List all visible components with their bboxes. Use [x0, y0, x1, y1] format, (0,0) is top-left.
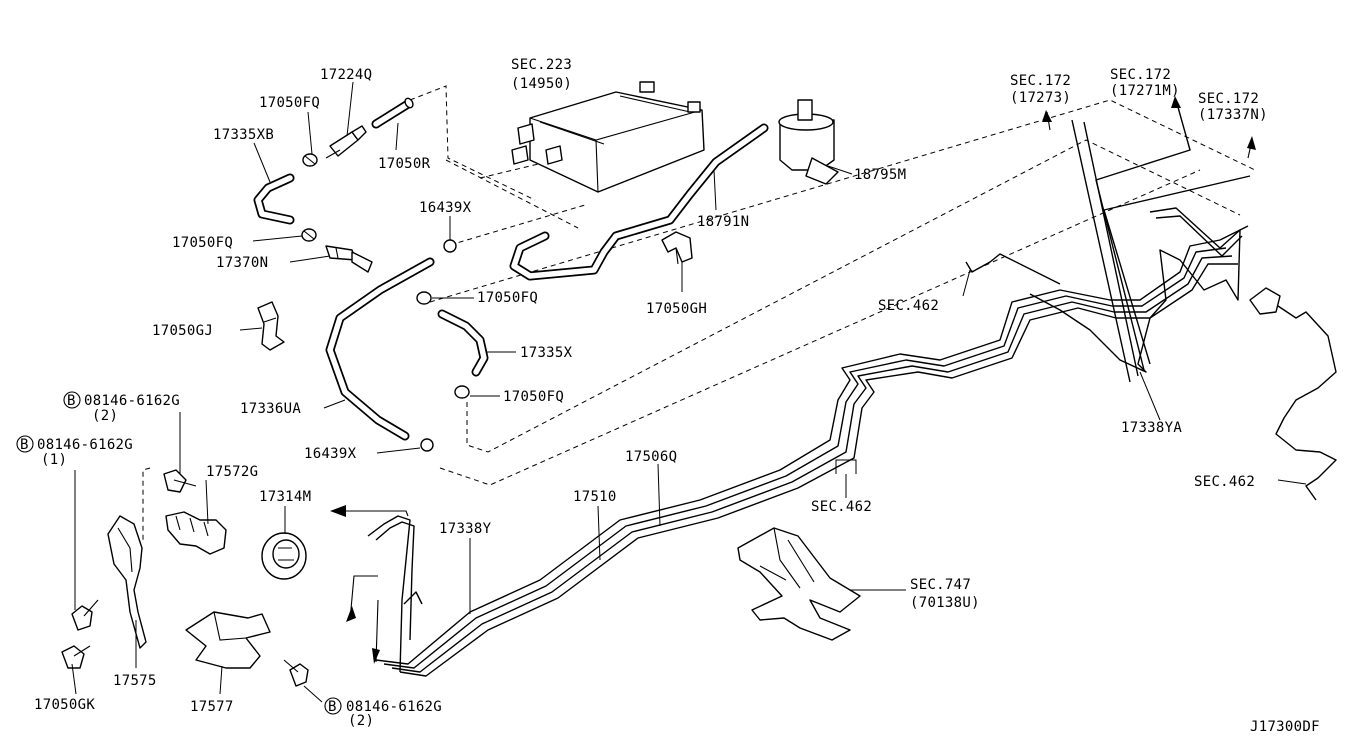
label-17336UA: 17336UA [240, 401, 301, 417]
bolt-symbol-b: B [20, 437, 29, 453]
valve-17224Q [325, 125, 367, 159]
hose-17336UA [325, 257, 435, 441]
label-16439X-b: 16439X [304, 446, 357, 462]
label-bolt-b: 08146-6162G [37, 437, 133, 453]
label-sec172-c-ref: (17337N) [1198, 107, 1268, 123]
label-sec223: SEC.223 [511, 57, 572, 73]
label-17335XB: 17335XB [213, 127, 274, 143]
label-17575: 17575 [113, 673, 157, 689]
bracket-17050GJ [257, 301, 285, 351]
label-17572G: 17572G [206, 464, 258, 480]
label-17050FQ-b: 17050FQ [172, 235, 233, 251]
solenoid-18795M [778, 99, 839, 185]
arrows-left-lines [330, 505, 409, 664]
clip-17050FQ-c [416, 291, 432, 305]
label-17577: 17577 [190, 699, 234, 715]
bolt-symbol-c: B [328, 699, 337, 715]
hose-17335XB [253, 173, 295, 225]
clip-17050GK-shape [61, 645, 91, 669]
label-bolt-c: 08146-6162G [346, 699, 442, 715]
sec462-upper-line [965, 253, 1061, 285]
label-17050FQ-a: 17050FQ [259, 95, 320, 111]
label-sec747: SEC.747 [910, 577, 971, 593]
label-sec172-a-ref: (17273) [1010, 90, 1071, 106]
label-17338Y: 17338Y [439, 521, 492, 537]
return-line-right [1029, 207, 1337, 501]
hose-17050R [371, 97, 414, 129]
protector-17575 [107, 515, 147, 649]
label-bolt-a: 08146-6162G [84, 393, 180, 409]
clip-17050FQ-b [301, 228, 317, 242]
bolt-a-shape [163, 469, 197, 493]
part-labels: 17224Q 17050FQ 17335XB 17050R SEC.223 (1… [16, 57, 1320, 735]
clip-17572G [165, 511, 227, 555]
valve-17370N [325, 245, 373, 273]
bracket-17050GH [661, 231, 693, 265]
label-sec223-ref: (14950) [511, 76, 572, 92]
label-17510: 17510 [573, 489, 617, 505]
clip-17050FQ-d [454, 385, 470, 399]
bolt-callout-a: B 08146-6162G (2) [63, 391, 180, 424]
label-sec172-b-ref: (17271M) [1110, 83, 1180, 99]
label-sec172-b: SEC.172 [1110, 67, 1171, 83]
label-17050GH: 17050GH [646, 301, 707, 317]
hose-17335X [437, 309, 489, 377]
label-sec172-a: SEC.172 [1010, 73, 1071, 89]
label-18795M: 18795M [854, 167, 906, 183]
label-16439X-a: 16439X [419, 200, 472, 216]
label-17050FQ-c: 17050FQ [477, 290, 538, 306]
label-17224Q: 17224Q [320, 67, 372, 83]
bolt-callout-b: B 08146-6162G (1) [16, 435, 133, 468]
label-sec747-ref: (70138U) [910, 595, 980, 611]
bracket-17577 [185, 611, 271, 669]
label-17335X: 17335X [520, 345, 573, 361]
canister-sec223 [511, 81, 705, 193]
label-17050FQ-d: 17050FQ [503, 389, 564, 405]
label-sec462-b: SEC.462 [1194, 474, 1255, 490]
clip-16439X-b [420, 438, 434, 452]
clip-17050FQ-a [302, 153, 318, 167]
vapor-lines-up [1042, 96, 1256, 383]
label-17506Q: 17506Q [625, 449, 677, 465]
clip-16439X-a [443, 239, 457, 253]
label-17050GK: 17050GK [34, 697, 95, 713]
bolt-callout-c: B 08146-6162G (2) [324, 697, 442, 729]
label-sec172-c: SEC.172 [1198, 91, 1259, 107]
label-17050R: 17050R [378, 156, 431, 172]
bolt-b-shape [71, 599, 99, 631]
bolt-symbol-a: B [67, 393, 76, 409]
label-17050GJ: 17050GJ [152, 323, 213, 339]
hose-18791N [509, 123, 769, 281]
label-18791N: 18791N [697, 214, 749, 230]
dashed-reference-lines [142, 85, 1256, 540]
label-bolt-a-qty: (2) [92, 408, 118, 424]
bolt-c-shape [283, 659, 309, 687]
label-bolt-c-qty: (2) [348, 713, 374, 729]
label-sec462-c: SEC.462 [811, 499, 872, 515]
label-17370N: 17370N [216, 255, 268, 271]
label-17314M: 17314M [259, 489, 311, 505]
diagram-code: J17300DF [1250, 719, 1320, 735]
leader-lines [71, 81, 1307, 703]
label-bolt-b-qty: (1) [41, 452, 67, 468]
bracket-sec747 [737, 527, 861, 641]
grommet-17314M [261, 532, 307, 580]
label-17338YA: 17338YA [1121, 420, 1182, 436]
label-sec462-a: SEC.462 [878, 298, 939, 314]
